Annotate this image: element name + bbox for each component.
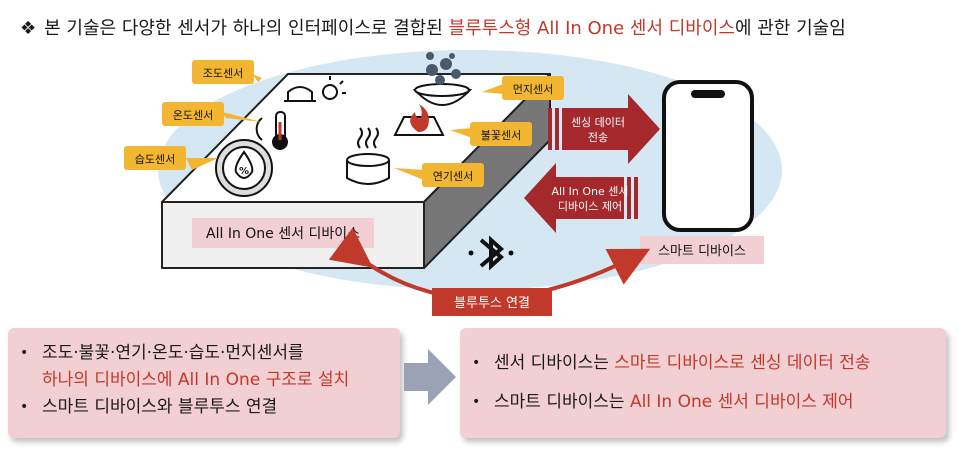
callout-light: 조도센서 (192, 60, 262, 84)
flame-sensor-icon (393, 104, 445, 136)
label-smoke-sensor: 연기센서 (433, 170, 473, 183)
bullet-dot-icon: • (472, 355, 481, 371)
right-item2-plain: 스마트 디바이스는 (494, 392, 630, 412)
flow-arrow-icon (404, 349, 456, 405)
device-diagram: All In One 센서 디바이스 % (124, 50, 782, 316)
bluetooth-label: 블루투스 연결 (454, 296, 530, 311)
label-temperature-sensor: 온도센서 (173, 109, 213, 122)
humidity-gauge-icon: % (215, 139, 273, 197)
smartphone-icon (662, 80, 754, 232)
thermometer-icon (255, 111, 288, 150)
label-humidity-sensor: 습도센서 (135, 153, 175, 166)
smart-device-label-box (640, 236, 764, 264)
bullet-dot-icon: • (20, 399, 29, 415)
label-dust-sensor: 먼지센서 (513, 83, 553, 96)
right-summary-panel: • 센서 디바이스는 스마트 디바이스로 센싱 데이터 전송 • 스마트 디바이… (460, 328, 946, 438)
left-item1-line1: 조도·불꽃·연기·온도·습도·먼지센서를 (42, 343, 304, 363)
control-label-line1: All In One 센서 (552, 185, 629, 198)
callout-humidity: 습도센서 (124, 146, 218, 170)
light-sensor-icon (284, 76, 346, 102)
callout-smoke: 연기센서 (394, 163, 484, 187)
left-item1-line2: 하나의 디바이스에 All In One 구조로 설치 (42, 370, 350, 390)
left-item2-text: 스마트 디바이스와 블루투스 연결 (42, 397, 278, 417)
smart-device-label: 스마트 디바이스 (658, 244, 746, 259)
smoke-detector-icon (346, 127, 390, 185)
send-data-arrow: 센싱 데이터 전송 (548, 94, 660, 164)
bullet-dot-icon: • (20, 345, 29, 361)
left-summary-item-2: • 스마트 디바이스와 블루투스 연결 (8, 394, 400, 421)
right-summary-item-2: • 스마트 디바이스는 All In One 센서 디바이스 제어 (460, 389, 946, 416)
bullet-dot-icon: • (472, 394, 481, 410)
device-label: All In One 센서 디바이스 (206, 226, 360, 242)
callout-temperature: 온도센서 (162, 102, 262, 126)
left-summary-panel: • 조도·불꽃·연기·온도·습도·먼지센서를 하나의 디바이스에 All In … (8, 328, 400, 438)
label-flame-sensor: 불꽃센서 (481, 129, 521, 142)
send-data-label-line1: 센싱 데이터 (571, 116, 625, 129)
headline-text-after: 에 관한 기술임 (734, 18, 846, 39)
callout-flame: 불꽃센서 (450, 122, 532, 146)
right-item1-plain: 센서 디바이스는 (494, 353, 615, 373)
right-item2-red: All In One 센서 디바이스 제어 (629, 392, 854, 412)
headline-highlight: 블루투스형 All In One 센서 디바이스 (448, 18, 735, 39)
left-summary-item-1: • 조도·불꽃·연기·온도·습도·먼지센서를 하나의 디바이스에 All In … (8, 340, 400, 394)
headline: ❖ 본 기술은 다양한 센서가 하나의 인터페이스로 결합된 블루투스형 All … (20, 14, 950, 40)
right-summary-item-1: • 센서 디바이스는 스마트 디바이스로 센싱 데이터 전송 (460, 350, 946, 377)
control-label-line2: 디바이스 제어 (558, 200, 622, 213)
headline-text-before: 본 기술은 다양한 센서가 하나의 인터페이스로 결합된 (44, 18, 449, 39)
right-item1-red: 스마트 디바이스로 센싱 데이터 전송 (614, 353, 871, 373)
dust-bowl-icon (412, 52, 473, 106)
send-data-label-line2: 전송 (588, 131, 608, 144)
label-light-sensor: 조도센서 (203, 67, 243, 80)
bluetooth-label-box (432, 288, 552, 316)
diamond-bullet-icon: ❖ (20, 18, 37, 39)
callout-dust: 먼지센서 (482, 76, 564, 100)
control-arrow: All In One 센서 디바이스 제어 (524, 163, 638, 233)
humidity-percent-symbol: % (239, 166, 249, 177)
